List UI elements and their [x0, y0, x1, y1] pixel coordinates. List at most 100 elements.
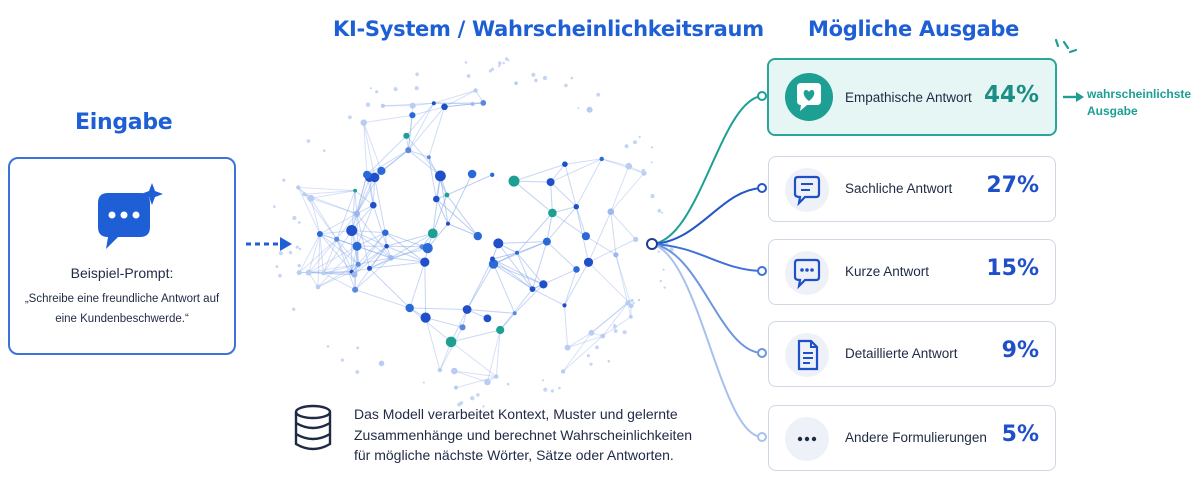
network-node: [352, 241, 362, 251]
network-link: [356, 174, 368, 214]
network-link: [356, 245, 392, 259]
network-node: [626, 300, 631, 304]
network-node: [451, 367, 458, 375]
network-link: [351, 190, 356, 231]
network-link: [354, 190, 358, 214]
network-link: [407, 106, 445, 151]
network-link: [356, 213, 370, 269]
prompt-text: „Schreibe eine freundliche Antwort auf e…: [24, 293, 220, 325]
network-link: [308, 233, 321, 273]
network-link: [564, 262, 589, 306]
network-link: [298, 233, 321, 273]
network-node: [433, 195, 440, 203]
network-node: [420, 257, 430, 267]
network-node: [426, 155, 431, 160]
network-node: [334, 236, 340, 242]
network-node: [464, 61, 468, 64]
network-link: [564, 269, 577, 306]
network-link: [601, 158, 629, 167]
connector-sachliche: [651, 187, 763, 245]
network-link: [308, 238, 338, 273]
network-link: [610, 211, 617, 255]
network-link: [425, 317, 441, 371]
output-percent: 5%: [1001, 422, 1039, 447]
output-label: Detaillierte Antwort: [845, 346, 958, 361]
network-link: [493, 263, 544, 285]
network-link: [385, 232, 426, 263]
output-card-sachliche: Sachliche Antwort 27%: [768, 156, 1056, 222]
network-link: [425, 317, 463, 328]
network-link: [409, 261, 426, 309]
network-node: [466, 74, 471, 78]
network-node: [462, 305, 472, 314]
network-link: [323, 271, 352, 274]
network-node: [662, 268, 665, 271]
network-node: [316, 231, 323, 237]
network-link: [308, 263, 359, 274]
network-link: [354, 289, 410, 309]
network-node: [548, 208, 557, 218]
network-link: [588, 211, 612, 263]
network-link: [354, 246, 358, 290]
network-node: [483, 314, 492, 323]
network-node: [302, 192, 307, 197]
dots-chat-icon: [785, 251, 829, 295]
system-description: Das Modell verarbeitet Kontext, Muster u…: [354, 406, 693, 463]
network-node: [298, 247, 302, 251]
network-node: [470, 396, 475, 401]
network-link: [351, 245, 387, 273]
output-percent: 9%: [1001, 338, 1039, 363]
network-link: [516, 252, 544, 285]
network-node: [496, 325, 505, 335]
network-node: [613, 329, 618, 333]
network-node: [296, 185, 301, 190]
network-node: [514, 81, 518, 85]
network-link: [354, 232, 386, 275]
network-node: [306, 139, 311, 143]
network-link: [428, 157, 437, 200]
network-link: [412, 102, 434, 107]
network-link: [317, 263, 359, 288]
network-link: [310, 197, 357, 215]
network-node: [490, 172, 495, 177]
network-link: [513, 180, 553, 214]
network-node: [630, 298, 634, 303]
network-node: [365, 102, 371, 107]
network-node: [583, 257, 594, 267]
network-node: [355, 370, 360, 374]
network-link: [562, 335, 603, 372]
network-link: [390, 257, 425, 263]
input-card: Beispiel-Prompt: „Schreibe eine freundli…: [8, 157, 236, 355]
network-link: [428, 106, 445, 158]
network-node: [508, 175, 520, 187]
network-link: [516, 212, 553, 254]
network-link: [323, 272, 356, 291]
network-node: [346, 225, 358, 236]
network-link: [351, 177, 371, 231]
network-node: [305, 269, 312, 276]
network-node: [307, 194, 315, 202]
network-link: [447, 223, 479, 237]
network-link: [492, 258, 544, 285]
network-link: [492, 252, 518, 260]
network-node: [484, 378, 491, 386]
connector-detaillierte: [651, 243, 763, 354]
network-node: [352, 286, 359, 293]
network-node: [467, 169, 477, 179]
network-link: [323, 263, 359, 274]
network-node: [550, 389, 555, 393]
network-link: [492, 258, 533, 290]
network-link: [363, 122, 376, 178]
network-node: [297, 221, 301, 224]
network-node: [422, 243, 433, 254]
network-node: [622, 330, 627, 335]
network-link: [323, 272, 355, 276]
network-node: [278, 273, 282, 278]
network-link: [493, 263, 516, 314]
network-node: [360, 119, 367, 126]
network-link: [546, 206, 577, 242]
network-node: [498, 61, 502, 65]
network-link: [591, 302, 629, 334]
network-node: [441, 103, 448, 111]
network-node: [600, 333, 606, 339]
